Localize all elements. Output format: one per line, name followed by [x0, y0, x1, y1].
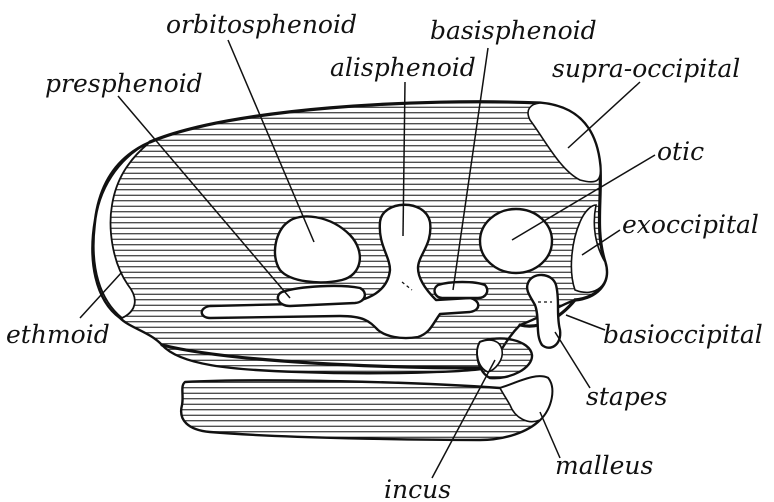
presphenoid-shape [278, 286, 365, 306]
otic-capsule [480, 209, 552, 273]
label-presphenoid: presphenoid [45, 69, 203, 98]
label-stapes: stapes [586, 382, 667, 411]
label-exoccipital: exoccipital [622, 210, 759, 239]
label-supra-occipital: supra-occipital [552, 54, 740, 83]
label-basioccipital: basioccipital [603, 320, 763, 349]
label-ethmoid: ethmoid [6, 320, 110, 349]
leader-basioccipital [566, 315, 605, 330]
label-incus: incus [384, 475, 451, 502]
basisphenoid-shape [435, 282, 488, 298]
label-orbitosphenoid: orbitosphenoid [166, 10, 357, 39]
label-alisphenoid: alisphenoid [330, 53, 476, 82]
label-otic: otic [657, 137, 704, 166]
label-malleus: malleus [555, 451, 653, 480]
leader-supra-occipital [568, 82, 640, 148]
malleus-bone [181, 376, 552, 440]
label-basisphenoid: basisphenoid [430, 16, 597, 45]
leader-stapes [555, 332, 590, 388]
